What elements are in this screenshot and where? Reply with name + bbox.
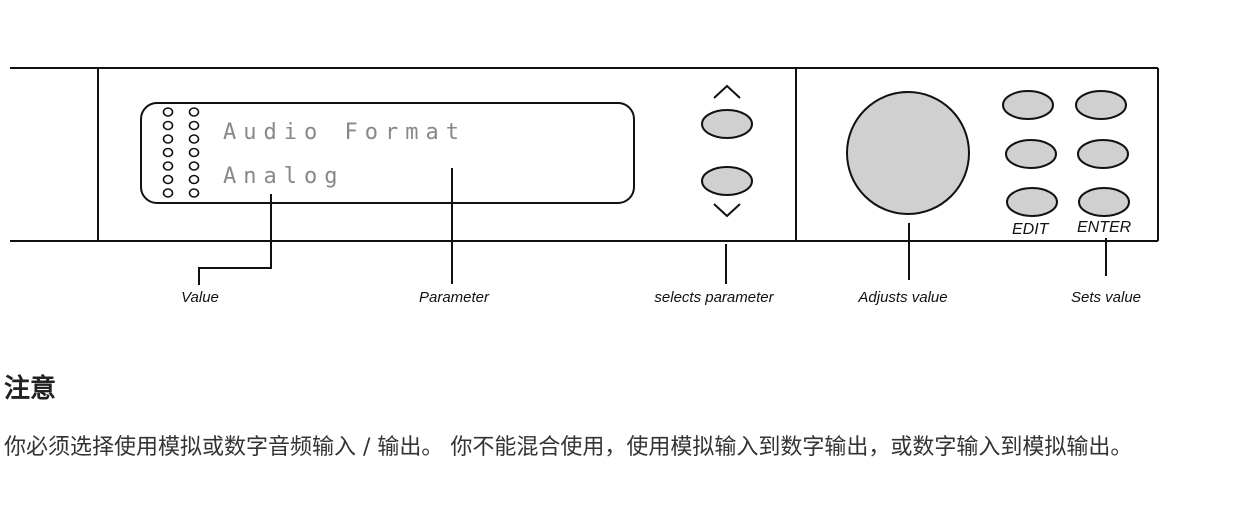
edit-button[interactable] — [1006, 187, 1058, 217]
value-leader-line — [198, 194, 272, 285]
lcd-dot — [162, 147, 174, 158]
function-button-4[interactable] — [1077, 139, 1129, 169]
lcd-dot — [188, 134, 200, 144]
lcd-dot — [162, 161, 174, 171]
parameter-select — [701, 84, 753, 218]
lcd-dot — [162, 107, 174, 117]
lcd-frame — [140, 102, 635, 204]
lcd-line-2: Analog — [223, 164, 344, 189]
device-front-panel: Audio Format Analog EDIT ENTER Value Par… — [10, 67, 1159, 306]
function-buttons: EDIT ENTER — [1002, 90, 1132, 238]
enter-button-label: ENTER — [1077, 219, 1132, 236]
lcd-line-1: Audio Format — [223, 120, 466, 145]
chevron-up-icon — [713, 84, 741, 99]
function-button-2[interactable] — [1075, 90, 1127, 120]
parameter-up-button[interactable] — [701, 109, 753, 139]
chevron-down-icon — [713, 203, 741, 218]
lcd-dot — [162, 120, 174, 131]
chassis-outline — [10, 67, 1159, 242]
selects-parameter-callout: selects parameter — [654, 289, 774, 306]
adjusts-value-callout: Adjusts value — [857, 289, 947, 306]
function-button-1[interactable] — [1002, 90, 1054, 120]
lcd-dot — [188, 120, 200, 131]
lcd-dot — [188, 147, 200, 158]
edit-button-label: EDIT — [1012, 221, 1050, 238]
lcd-dot — [188, 107, 200, 117]
note-body: 你必须选择使用模拟或数字音频输入 / 输出。 你不能混合使用，使用模拟输入到数字… — [4, 435, 1133, 460]
parameter-callout: Parameter — [419, 289, 490, 306]
lcd-dot — [162, 188, 174, 198]
lcd-dot — [188, 174, 200, 185]
lcd-dot — [162, 174, 174, 185]
note-title: 注意 — [4, 374, 57, 404]
sets-value-callout: Sets value — [1071, 289, 1141, 306]
value-knob[interactable] — [846, 91, 970, 215]
function-button-3[interactable] — [1005, 139, 1057, 169]
enter-button[interactable] — [1078, 187, 1130, 217]
parameter-down-button[interactable] — [701, 166, 753, 196]
lcd-dot — [188, 161, 200, 171]
lcd-dot — [162, 134, 174, 144]
value-callout: Value — [181, 289, 219, 306]
lcd-dot — [188, 188, 200, 198]
lcd-dot-matrix — [162, 107, 200, 198]
lcd-display: Audio Format Analog — [140, 102, 635, 204]
callout-lines — [198, 168, 1107, 285]
